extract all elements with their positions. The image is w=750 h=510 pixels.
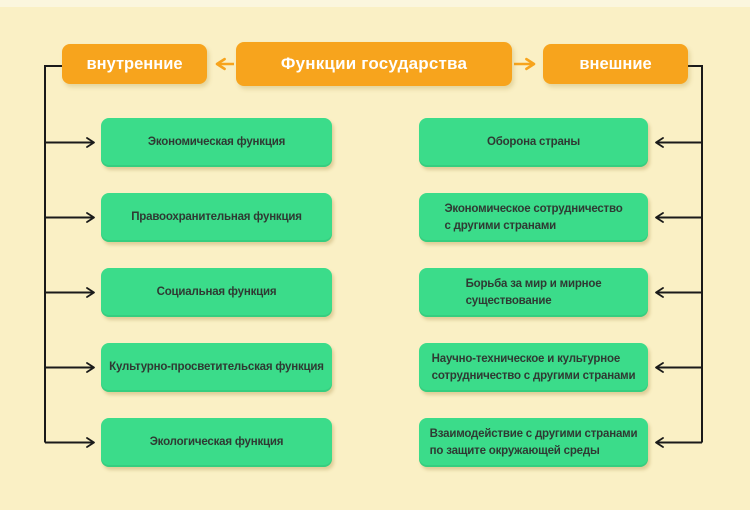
external-function-label: Научно-техническое и культурное сотрудни…: [431, 352, 636, 382]
external-function-label: Экономическое сотрудничество с другими с…: [444, 202, 623, 232]
branch-label-internal: внутренние: [86, 54, 183, 73]
branch-box-external: внешние: [543, 44, 688, 84]
external-trunk-line: [688, 65, 703, 443]
internal-function-box: Правоохранительная функция: [101, 193, 332, 242]
external-function-box: Экономическое сотрудничество с другими с…: [419, 193, 648, 242]
title-label: Функции государства: [280, 54, 468, 73]
external-function-box: Научно-техническое и культурное сотрудни…: [419, 343, 648, 392]
top-band: [0, 0, 750, 7]
internal-trunk-line: [44, 65, 62, 443]
external-function-box: Борьба за мир и мирное существование: [419, 268, 648, 317]
internal-function-box: Экономическая функция: [101, 118, 332, 167]
internal-function-label: Социальная функция: [156, 286, 277, 299]
title-box: Функции государства: [236, 42, 512, 86]
internal-functions-column: Экономическая функция Правоохранительная…: [101, 118, 332, 467]
internal-function-label: Правоохранительная функция: [131, 211, 302, 224]
internal-function-label: Экономическая функция: [147, 136, 286, 149]
external-functions-column: Оборона страны Экономическое сотрудничес…: [419, 118, 648, 467]
internal-function-label: Культурно-просветительская функция: [109, 361, 324, 374]
external-function-box: Взаимодействие с другими странами по защ…: [419, 418, 648, 467]
external-function-label: Борьба за мир и мирное существование: [465, 277, 602, 307]
internal-function-box: Экологическая функция: [101, 418, 332, 467]
internal-function-box: Культурно-просветительская функция: [101, 343, 332, 392]
external-function-label: Взаимодействие с другими странами по защ…: [429, 427, 638, 457]
internal-function-label: Экологическая функция: [149, 436, 284, 449]
internal-function-box: Социальная функция: [101, 268, 332, 317]
branch-label-external: внешние: [579, 54, 652, 73]
external-function-box: Оборона страны: [419, 118, 648, 167]
external-function-label: Оборона страны: [486, 136, 581, 149]
branch-box-internal: внутренние: [62, 44, 207, 84]
